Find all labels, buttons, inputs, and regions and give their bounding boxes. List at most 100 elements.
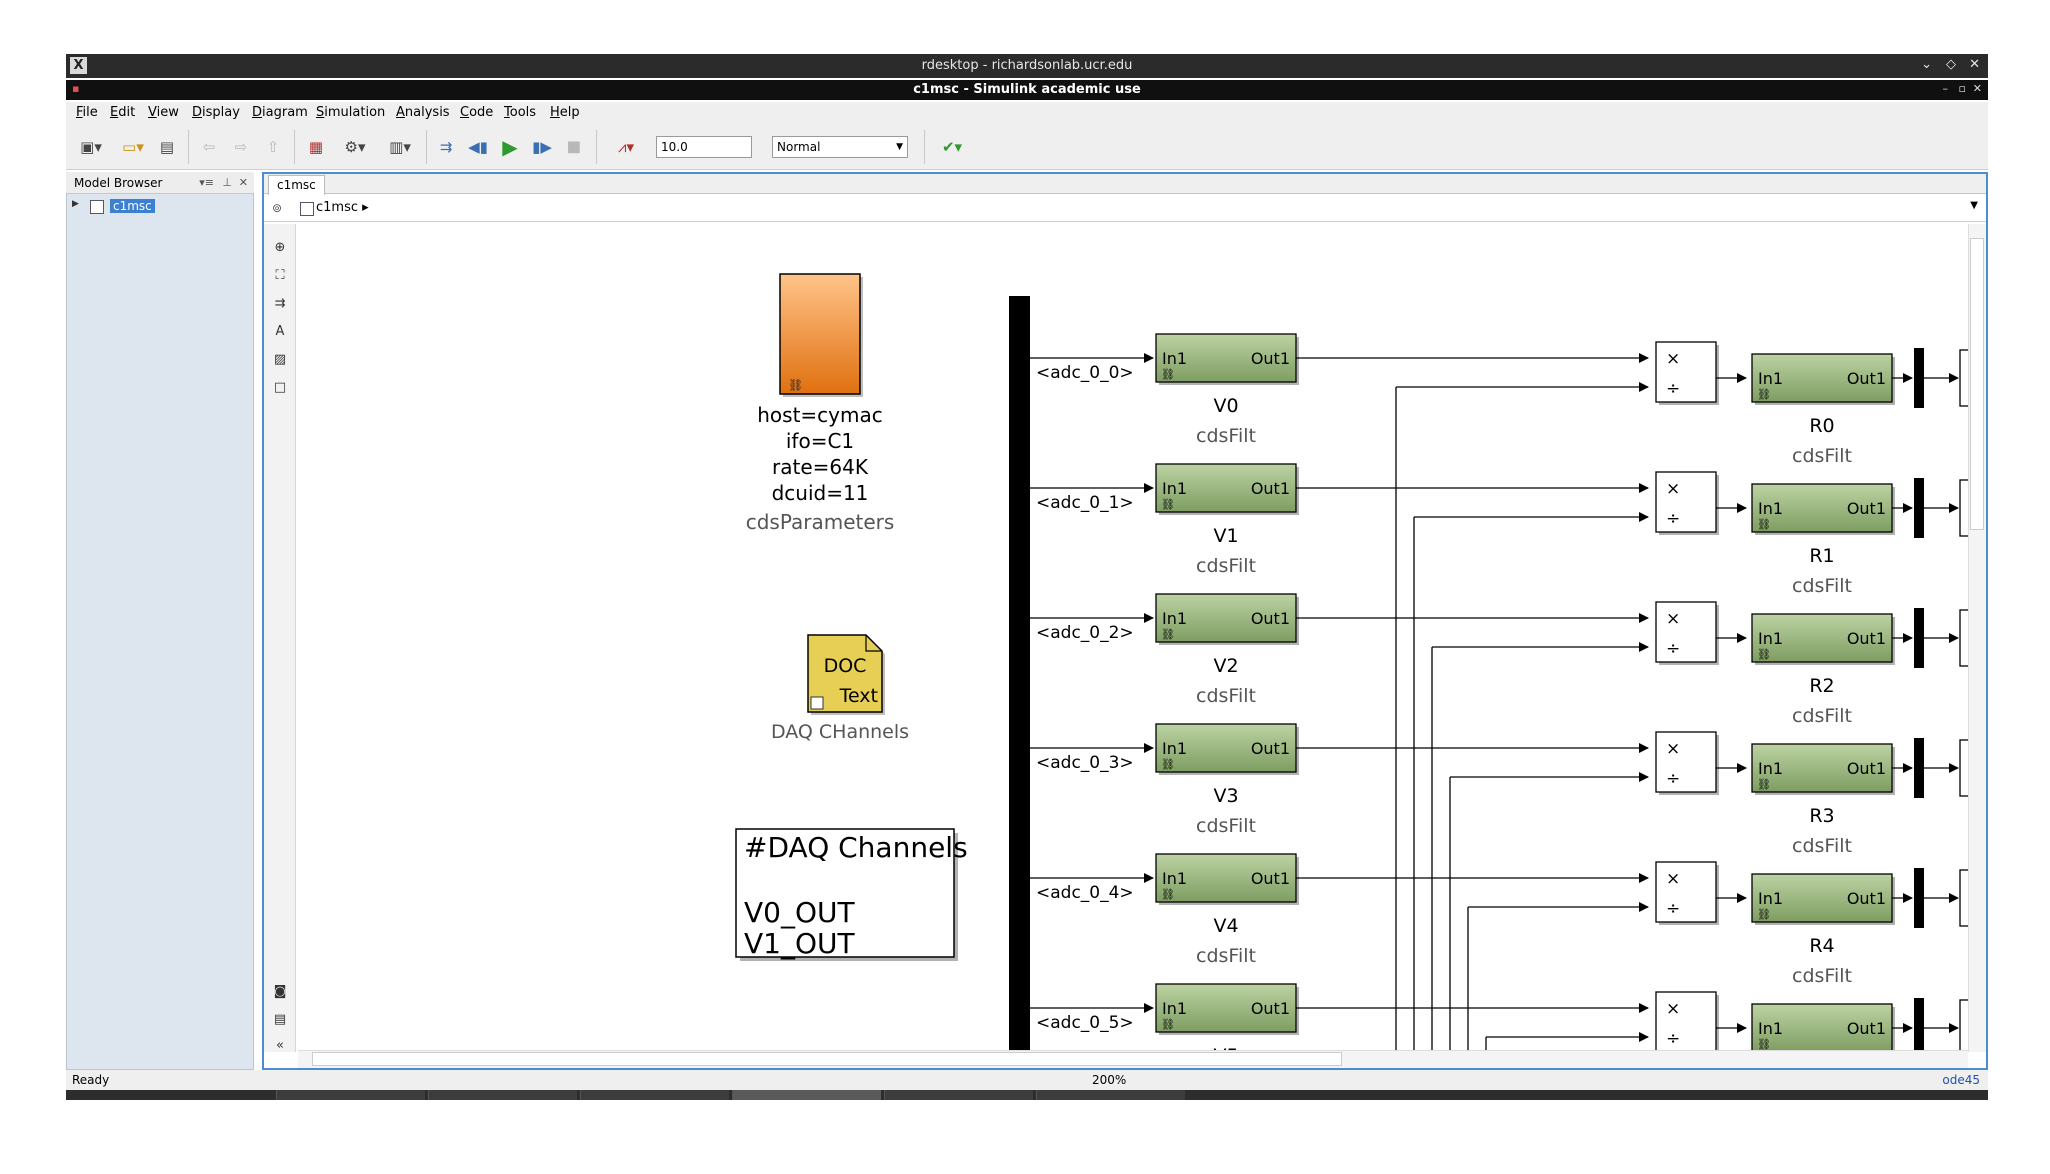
mux-bar[interactable] <box>1914 608 1924 668</box>
menu-tools[interactable]: Tools <box>504 105 537 120</box>
menu-display[interactable]: Display <box>192 105 240 120</box>
app-minimize-icon[interactable]: – <box>1942 82 1949 95</box>
minimize-icon[interactable]: ⌄ <box>1921 57 1932 72</box>
area-icon[interactable]: □ <box>273 380 287 395</box>
link-icon: ⛓ <box>788 378 803 392</box>
up-icon[interactable]: ⇧ <box>266 138 280 156</box>
history-icon[interactable]: ⊚ <box>272 201 283 215</box>
menu-diagram[interactable]: Diagram <box>252 105 308 120</box>
screenshot-icon[interactable]: ◙ <box>273 984 287 999</box>
zoom-icon[interactable]: ⊕ <box>274 240 286 255</box>
taskbar-item[interactable] <box>580 1090 729 1100</box>
cds-parameters-block[interactable]: ⛓ host=cymac ifo=C1 rate=64K dcuid=11 cd… <box>746 273 895 534</box>
annotation-icon[interactable]: A <box>275 324 285 339</box>
run-icon[interactable]: ▶ <box>502 135 518 159</box>
daq-channels-note[interactable]: #DAQ Channels V0_OUT V1_OUT <box>735 828 968 961</box>
horizontal-scroll-thumb[interactable] <box>312 1052 1342 1066</box>
offscreen-block[interactable] <box>1959 609 1968 667</box>
back-icon[interactable]: ⇦ <box>202 138 216 156</box>
divide-block[interactable]: ×÷ <box>1655 861 1719 925</box>
mux-bar[interactable] <box>1914 478 1924 538</box>
tab-c1msc[interactable]: c1msc <box>268 175 325 195</box>
panel-close-icon[interactable]: ✕ <box>238 176 248 189</box>
mux-bar[interactable] <box>1914 348 1924 408</box>
menu-file[interactable]: File <box>76 105 98 120</box>
menu-help[interactable]: Help <box>550 105 580 120</box>
chevron-down-icon[interactable]: ▼ <box>1970 200 1978 211</box>
mux-bar[interactable] <box>1914 738 1924 798</box>
divide-block[interactable]: ×÷ <box>1655 341 1719 405</box>
maximize-icon[interactable]: ◇ <box>1946 57 1956 72</box>
mux-bar[interactable] <box>1914 998 1924 1050</box>
taskbar-item[interactable] <box>884 1090 1033 1100</box>
divide-block[interactable]: ×÷ <box>1655 601 1719 665</box>
doc-text-block[interactable]: DOC Text DAQ CHannels <box>771 634 909 743</box>
update-diagram-icon[interactable]: ⇉ <box>439 138 453 156</box>
data-inspector-icon[interactable]: ⩘▾ <box>618 138 634 156</box>
forward-icon[interactable]: ⇨ <box>234 138 248 156</box>
breadcrumb[interactable]: c1msc ▸ <box>316 200 369 215</box>
app-restore-icon[interactable]: ▫ <box>1958 82 1966 95</box>
bus-selector[interactable] <box>1009 296 1030 1050</box>
taskbar-item[interactable] <box>428 1090 577 1100</box>
model-explorer-icon[interactable]: ▥▾ <box>389 138 411 156</box>
taskbar-item[interactable] <box>732 1090 881 1100</box>
menu-code[interactable]: Code <box>460 105 494 120</box>
divide-block[interactable]: ×÷ <box>1655 731 1719 795</box>
signal-label: <adc_0_3> <box>1036 753 1134 773</box>
stop-time-input[interactable]: 10.0 <box>656 136 752 158</box>
offscreen-block[interactable] <box>1959 869 1968 927</box>
app-menu-icon[interactable]: ▪ <box>72 82 80 95</box>
taskbar-item[interactable] <box>276 1090 425 1100</box>
menu-simulation[interactable]: Simulation <box>316 105 386 120</box>
library-browser-icon[interactable]: ▦ <box>308 138 324 156</box>
menu-view[interactable]: View <box>148 105 179 120</box>
model-settings-icon[interactable]: ⚙▾ <box>344 138 366 156</box>
expand-icon[interactable]: ▶ <box>72 199 79 209</box>
close-icon[interactable]: ✕ <box>1969 57 1980 72</box>
model-advisor-icon[interactable]: ✔▾ <box>941 138 963 156</box>
open-icon[interactable]: ▭▾ <box>122 138 144 156</box>
divide-block[interactable]: ×÷ <box>1655 471 1719 535</box>
model-explorer-icon[interactable]: ▤ <box>273 1012 287 1027</box>
offscreen-block[interactable] <box>1959 739 1968 797</box>
step-back-icon[interactable]: ◀▮ <box>468 138 488 156</box>
simulation-mode-select[interactable]: Normal ▼ <box>772 136 908 158</box>
save-icon[interactable]: ▤ <box>159 138 175 156</box>
in-port-label: In1 <box>1162 999 1187 1018</box>
block-type: cdsFilt <box>1196 815 1256 837</box>
offscreen-block[interactable] <box>1959 999 1968 1050</box>
app-close-icon[interactable]: ✕ <box>1972 82 1982 95</box>
pin-icon[interactable]: ⊥ <box>222 176 232 189</box>
taskbar-item[interactable] <box>1036 1090 1185 1100</box>
new-model-icon[interactable]: ▣▾ <box>80 138 102 156</box>
signal-line-icon[interactable]: ⇉ <box>274 296 286 311</box>
mux-bar[interactable] <box>1914 868 1924 928</box>
menu-edit[interactable]: Edit <box>110 105 136 120</box>
vertical-scroll-thumb[interactable] <box>1970 238 1984 530</box>
step-forward-icon[interactable]: ▮▶ <box>532 138 552 156</box>
panel-menu-icon[interactable]: ▾≡ <box>199 176 214 189</box>
image-icon[interactable]: ▨ <box>273 352 287 367</box>
divide-block[interactable]: ×÷ <box>1655 991 1719 1050</box>
offscreen-block[interactable] <box>1959 479 1968 537</box>
offscreen-block[interactable] <box>1959 349 1968 407</box>
diagram-canvas[interactable]: ⛓ host=cymac ifo=C1 rate=64K dcuid=11 cd… <box>298 224 1968 1050</box>
stop-icon[interactable]: ◼ <box>566 136 582 157</box>
solver-link[interactable]: ode45 <box>1942 1073 1980 1087</box>
fit-view-icon[interactable]: ⛶ <box>275 268 285 283</box>
menu-analysis[interactable]: Analysis <box>396 105 450 120</box>
collapse-icon[interactable]: « <box>276 1038 284 1053</box>
